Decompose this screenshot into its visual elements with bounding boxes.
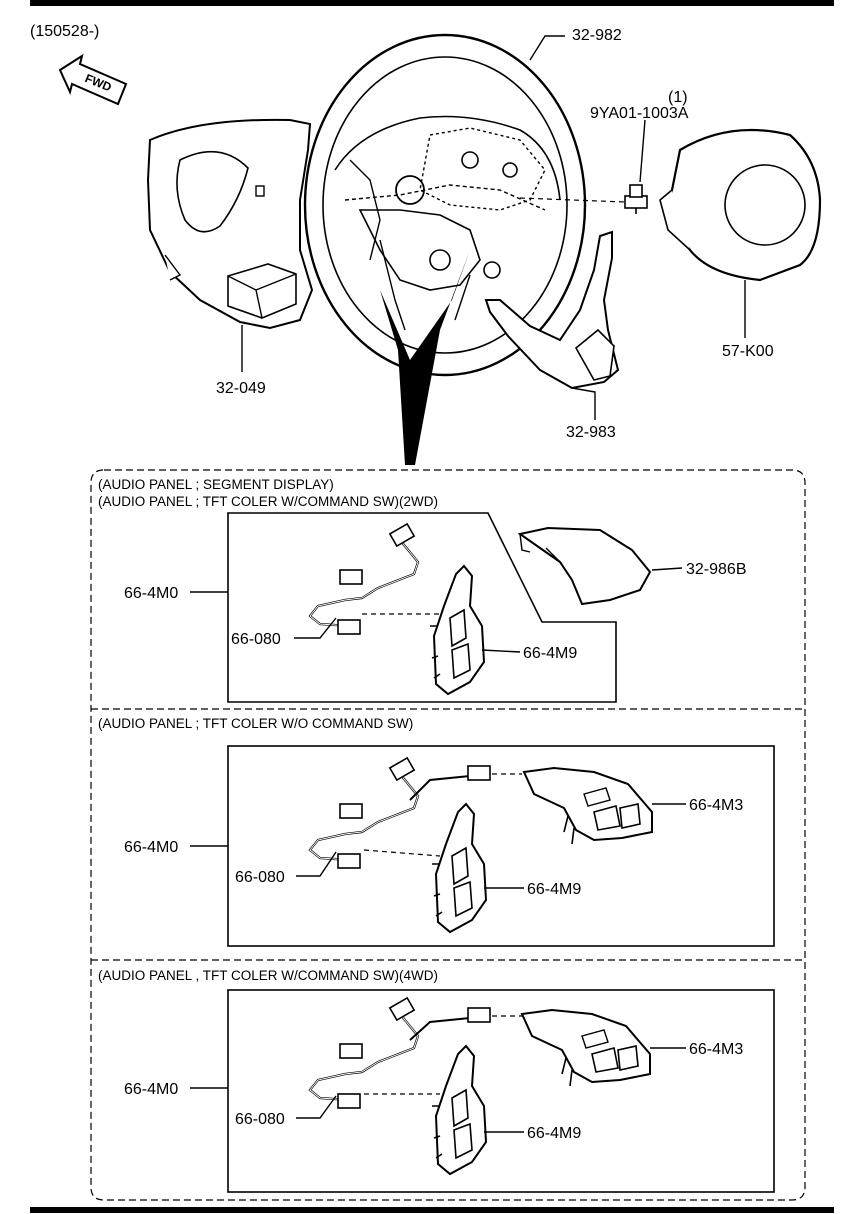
connector <box>467 765 491 781</box>
top-rule <box>30 0 834 6</box>
label-66-4m3: 66-4M3 <box>689 1041 743 1058</box>
sub-harness <box>308 996 420 1110</box>
switch-66-4m9 <box>429 565 485 695</box>
section-no-command: (AUDIO PANEL ; TFT COLER W/O COMMAND SW)… <box>98 716 775 947</box>
connector <box>467 1007 491 1023</box>
fwd-arrow-icon: FWD <box>58 53 128 106</box>
label-66-080: 66-080 <box>235 1111 285 1128</box>
wheel-spoke-fill <box>380 250 470 465</box>
sub-harness <box>308 522 420 636</box>
section-2wd-command: (AUDIO PANEL ; SEGMENT DISPLAY) (AUDIO P… <box>98 477 747 703</box>
section-4wd-command: (AUDIO PANEL , TFT COLER W/COMMAND SW)(4… <box>98 968 775 1193</box>
bottom-rule <box>30 1207 834 1213</box>
section-box <box>227 512 617 703</box>
label-66-4m3: 66-4M3 <box>689 797 743 814</box>
bolt-dash <box>519 197 626 203</box>
label-66-080: 66-080 <box>235 869 285 886</box>
section-box <box>227 745 775 947</box>
variants-frame <box>90 469 806 1201</box>
label-66-080: 66-080 <box>231 631 281 648</box>
section-box <box>227 989 775 1193</box>
label-32-982: 32-982 <box>572 27 622 44</box>
label-bolt-qty: (1) <box>668 89 688 106</box>
label-32-983: 32-983 <box>566 424 616 441</box>
connector-dash <box>363 849 441 857</box>
label-66-4m0: 66-4M0 <box>124 1081 178 1098</box>
bolt <box>624 184 648 214</box>
label-9ya01-1003a: 9YA01-1003A <box>590 105 689 122</box>
date-code: (150528-) <box>30 23 99 40</box>
left-cover <box>146 118 314 330</box>
section-title: (AUDIO PANEL , TFT COLER W/COMMAND SW)(4… <box>98 968 438 983</box>
steering-wheel <box>303 33 587 377</box>
label-66-4m9: 66-4M9 <box>527 1125 581 1142</box>
section-title: (AUDIO PANEL ; SEGMENT DISPLAY) <box>98 477 334 492</box>
switch-66-4m3 <box>521 1009 651 1087</box>
sub-harness <box>308 756 420 870</box>
leader-lines-top <box>241 35 746 420</box>
section-title: (AUDIO PANEL ; TFT COLER W/O COMMAND SW) <box>98 716 413 731</box>
switch-66-4m3 <box>523 767 653 845</box>
label-66-4m9: 66-4M9 <box>523 645 577 662</box>
label-66-4m0: 66-4M0 <box>124 585 178 602</box>
label-66-4m9: 66-4M9 <box>527 881 581 898</box>
label-32-049: 32-049 <box>216 380 266 397</box>
label-32-986b: 32-986B <box>686 561 747 578</box>
label-57-k00: 57-K00 <box>722 343 774 360</box>
lower-cover <box>483 230 620 390</box>
airbag <box>659 128 822 282</box>
garnish-32-986b <box>517 526 652 606</box>
switch-66-4m9 <box>431 1045 487 1175</box>
label-66-4m0: 66-4M0 <box>124 839 178 856</box>
switch-66-4m9 <box>431 803 487 933</box>
section-title: (AUDIO PANEL ; TFT COLER W/COMMAND SW)(2… <box>98 494 438 509</box>
